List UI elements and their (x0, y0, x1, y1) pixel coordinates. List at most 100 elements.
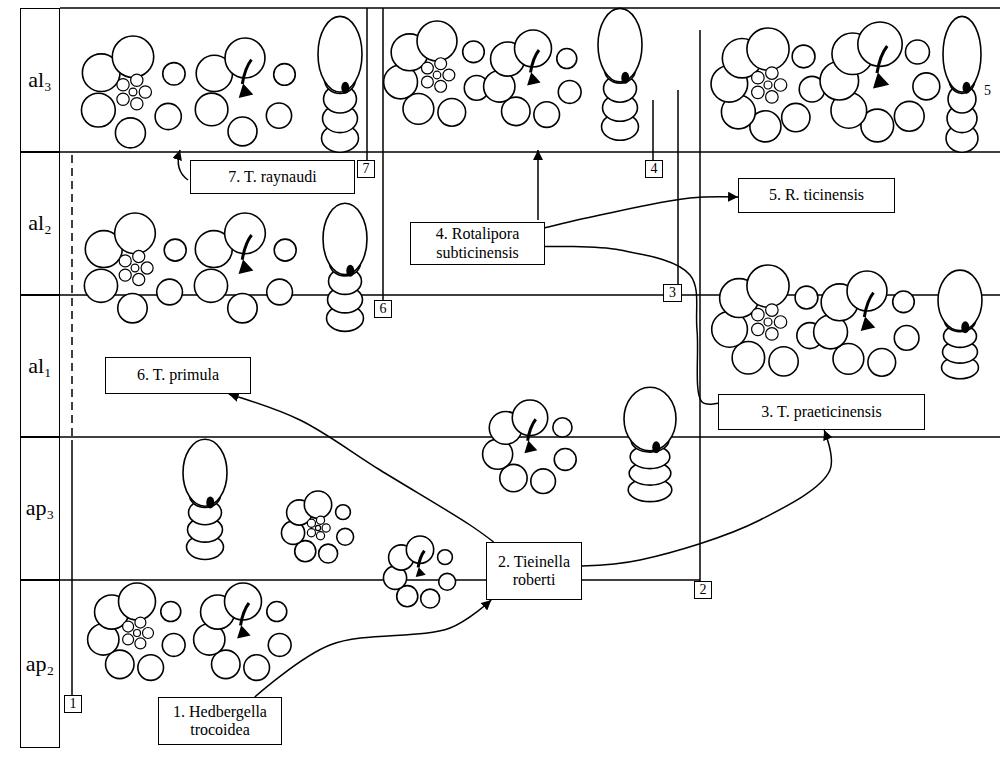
chamber (267, 279, 293, 305)
inner-chamber (435, 80, 447, 92)
range-line (652, 100, 654, 160)
chamber (274, 64, 296, 86)
inner-chamber (135, 617, 146, 628)
foram-figures (81, 8, 982, 680)
umbilicus (524, 441, 537, 454)
chamber (244, 655, 270, 681)
inner-chamber (766, 91, 779, 104)
chamber (319, 544, 338, 563)
species-label: 1. Hedbergella trocoidea (158, 697, 282, 745)
callout-number: 6 (380, 302, 387, 316)
umbilicus (237, 625, 251, 638)
inner-chamber (421, 62, 433, 74)
species-name: 3. T. praeticinensis (761, 403, 881, 421)
chamber (228, 293, 257, 322)
inner-chamber (766, 328, 779, 341)
aperture (621, 72, 629, 84)
proloculus (129, 88, 137, 96)
chamber (894, 326, 919, 351)
species-name: 7. T. raynaudi (228, 168, 316, 186)
chamber (115, 118, 145, 148)
inner-chamber (316, 532, 324, 540)
inner-chamber (421, 76, 433, 88)
inner-chamber (131, 98, 143, 110)
spiral-view (712, 265, 823, 376)
inner-chamber (316, 516, 324, 524)
species-name: 1. Hedbergella trocoidea (163, 703, 277, 740)
chamber (195, 93, 228, 126)
callout-box: 4 (645, 160, 663, 178)
side-view (598, 8, 642, 140)
species-label: 7. T. raynaudi (190, 160, 355, 194)
chamber (553, 418, 572, 437)
aperture-lip (418, 551, 424, 568)
lineage-arrow (229, 394, 494, 542)
chamber (194, 269, 227, 302)
umbilical-view (383, 536, 455, 608)
stage-band: al₃ (20, 8, 60, 152)
chamber (138, 655, 164, 681)
stage-name: al₂ (28, 211, 52, 235)
inner-chamber (133, 250, 145, 262)
chamber (913, 73, 940, 100)
chamber (81, 93, 115, 127)
chamber (157, 279, 183, 305)
species-name: 4. Rotalipora subticinensis (415, 225, 540, 262)
inner-chamber (752, 308, 765, 321)
chamber (164, 239, 186, 261)
species-label: 5. R. ticinensis (738, 178, 895, 213)
inner-chamber (435, 58, 447, 70)
final-chamber (943, 16, 981, 92)
chamber (266, 103, 291, 128)
inner-chamber (139, 86, 151, 98)
aperture-lip (241, 603, 250, 626)
species-label: 3. T. praeticinensis (718, 394, 925, 430)
chamber (84, 269, 117, 302)
chamber (747, 28, 789, 70)
chamber (769, 347, 798, 376)
stage-boundary (60, 579, 700, 581)
umbilicus (416, 567, 426, 577)
callout-number: 3 (669, 286, 676, 300)
aperture-lip (864, 293, 873, 317)
inner-chamber (117, 93, 129, 105)
spiral-view (81, 36, 185, 148)
final-chamber (323, 203, 367, 274)
umbilicus (239, 84, 254, 98)
callout-number: 7 (363, 162, 370, 176)
chamber (558, 81, 581, 104)
aperture (206, 496, 214, 508)
inner-chamber (143, 628, 154, 639)
range-line (71, 440, 73, 695)
umbilicus (873, 73, 889, 89)
proloculus (134, 630, 141, 637)
callout-box: 3 (663, 284, 682, 302)
species-label: 4. Rotalipora subticinensis (410, 222, 545, 265)
inner-chamber (322, 524, 330, 532)
species-name: 5. R. ticinensis (769, 186, 864, 204)
aperture (963, 82, 971, 94)
chamber (905, 40, 929, 64)
side-view (624, 387, 676, 501)
spiral-view (711, 28, 825, 142)
chamber (534, 102, 560, 128)
chamber (228, 117, 257, 146)
stage-boundary (60, 151, 1000, 153)
chamber (747, 265, 789, 307)
stage-band: ap₂ (20, 580, 60, 748)
stage-band: al₂ (20, 152, 60, 295)
callout-number: 2 (700, 583, 707, 597)
aperture (961, 321, 969, 333)
inner-chamber (766, 304, 779, 317)
stage-name: al₁ (28, 354, 52, 378)
aperture (341, 82, 349, 94)
callout-box: 7 (357, 160, 375, 178)
chamber (894, 101, 924, 131)
chamber (417, 21, 457, 61)
chamber (795, 286, 818, 309)
inner-chamber (135, 638, 146, 649)
stage-name: al₃ (28, 68, 52, 92)
side-view (943, 16, 981, 152)
